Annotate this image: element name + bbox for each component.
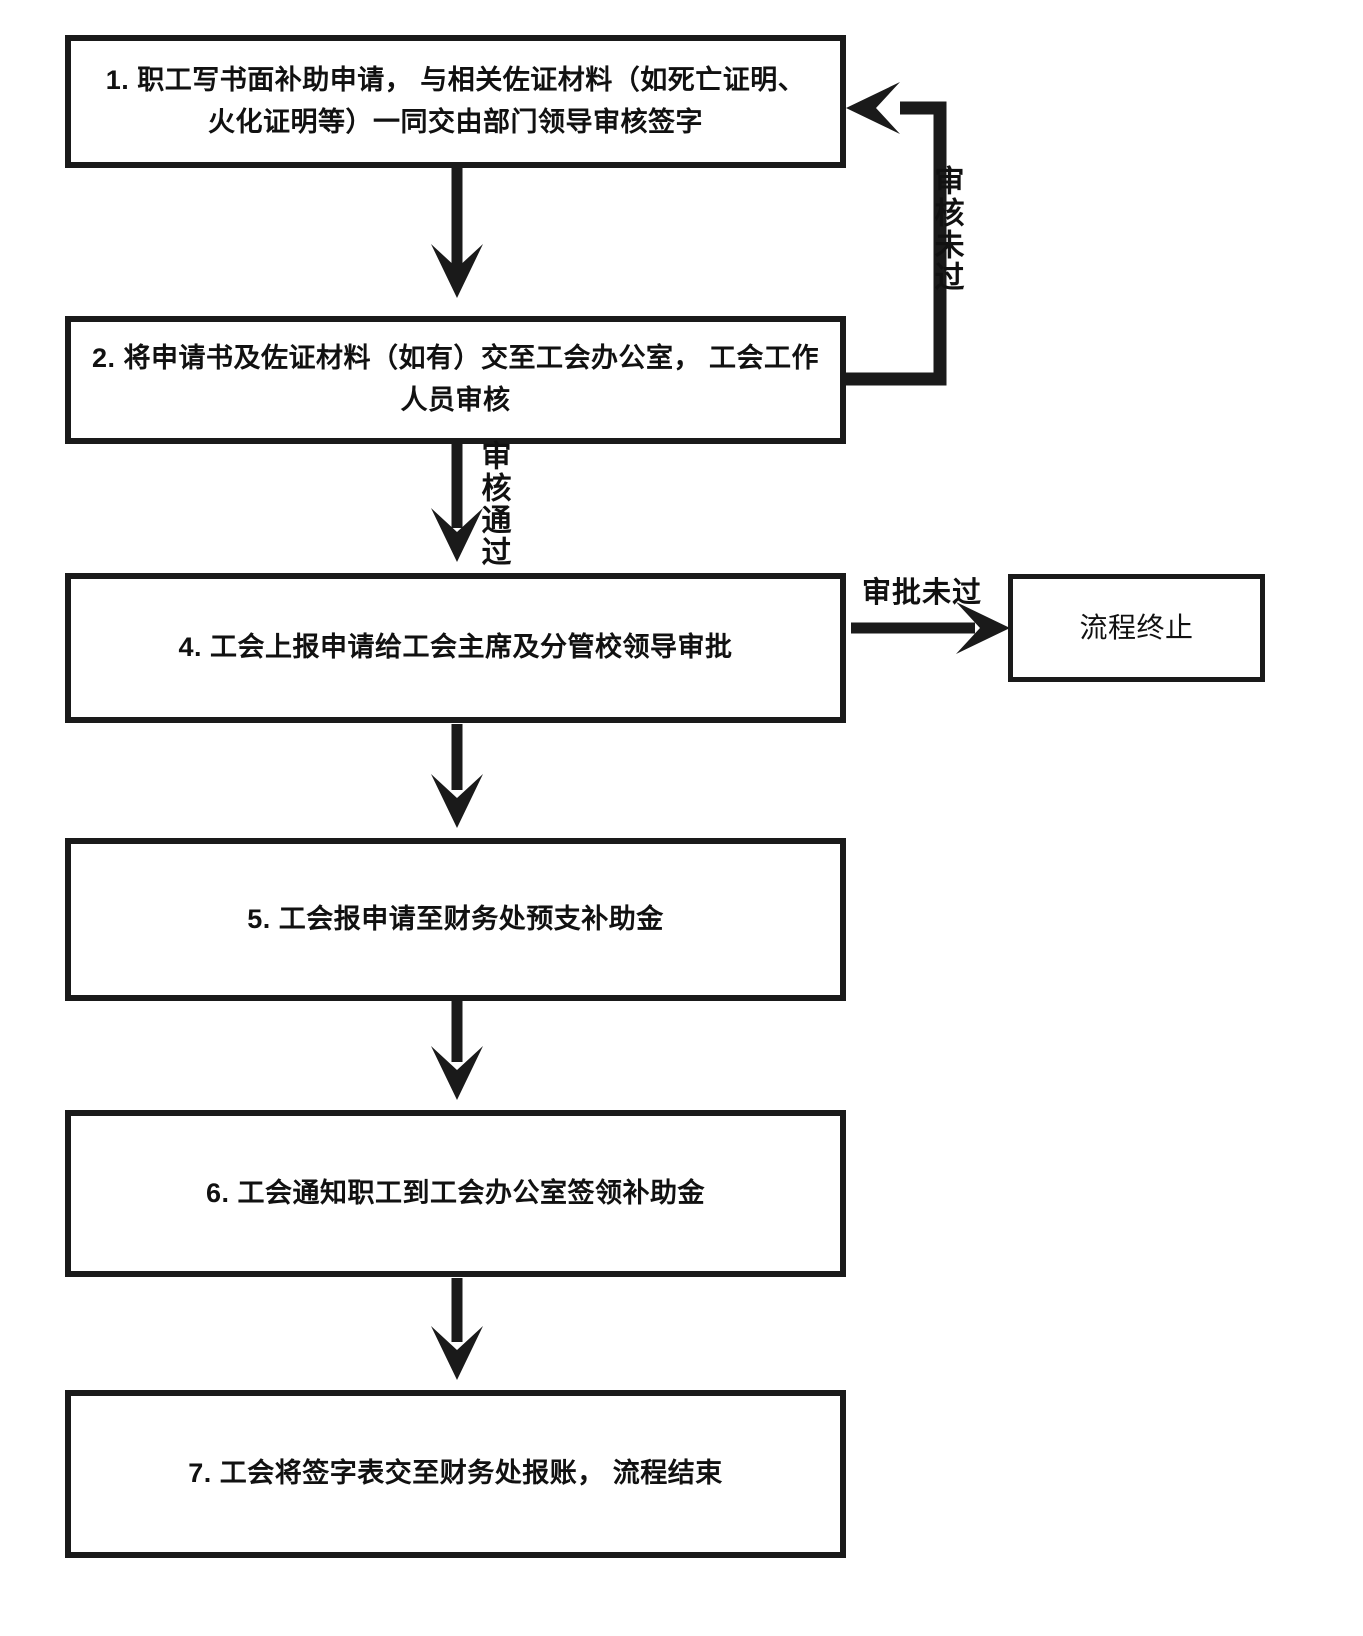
terminal-node-process-end-label: 流程终止 bbox=[1079, 612, 1194, 644]
connector-step4-to-step5 bbox=[431, 724, 483, 828]
process-node-step-2[interactable]: 2. 将申请书及佐证材料（如有）交至工会办公室， 工会工作 人员审核 bbox=[65, 316, 846, 444]
process-node-step-7-label: 7. 工会将签字表交至财务处报账， 流程结束 bbox=[188, 1458, 723, 1489]
connector-step5-to-step6 bbox=[431, 1001, 483, 1100]
process-node-step-2-label: 2. 将申请书及佐证材料（如有）交至工会办公室， 工会工作 人员审核 bbox=[91, 343, 820, 415]
process-node-step-6-label: 6. 工会通知职工到工会办公室签领补助金 bbox=[205, 1177, 706, 1208]
connector-step6-to-step7 bbox=[431, 1278, 483, 1380]
process-node-step-7[interactable]: 7. 工会将签字表交至财务处报账， 流程结束 bbox=[65, 1390, 846, 1558]
process-node-step-1-label: 1. 职工写书面补助申请， 与相关佐证材料（如死亡证明、 火化证明等）一同交由部… bbox=[105, 64, 806, 137]
connector-step2-to-step1-loop bbox=[846, 82, 947, 386]
connector-step4-to-terminate bbox=[851, 602, 1010, 654]
process-node-step-6[interactable]: 6. 工会通知职工到工会办公室签领补助金 bbox=[65, 1110, 846, 1277]
terminal-node-process-end[interactable]: 流程终止 bbox=[1008, 574, 1265, 682]
process-node-step-5[interactable]: 5. 工会报申请至财务处预支补助金 bbox=[65, 838, 846, 1001]
process-node-step-1[interactable]: 1. 职工写书面补助申请， 与相关佐证材料（如死亡证明、 火化证明等）一同交由部… bbox=[65, 35, 846, 168]
process-node-step-5-label: 5. 工会报申请至财务处预支补助金 bbox=[247, 903, 664, 934]
edge-label-review-failed: 审核未过 bbox=[929, 165, 963, 293]
process-node-step-4[interactable]: 4. 工会上报申请给工会主席及分管校领导审批 bbox=[65, 573, 846, 723]
edge-label-approval-failed: 审批未过 bbox=[862, 577, 983, 609]
process-node-step-4-label: 4. 工会上报申请给工会主席及分管校领导审批 bbox=[178, 632, 733, 663]
connector-step1-to-step2 bbox=[431, 168, 483, 298]
connector-step2-to-step4 bbox=[431, 444, 483, 562]
edge-label-review-passed: 审核通过 bbox=[476, 440, 510, 568]
